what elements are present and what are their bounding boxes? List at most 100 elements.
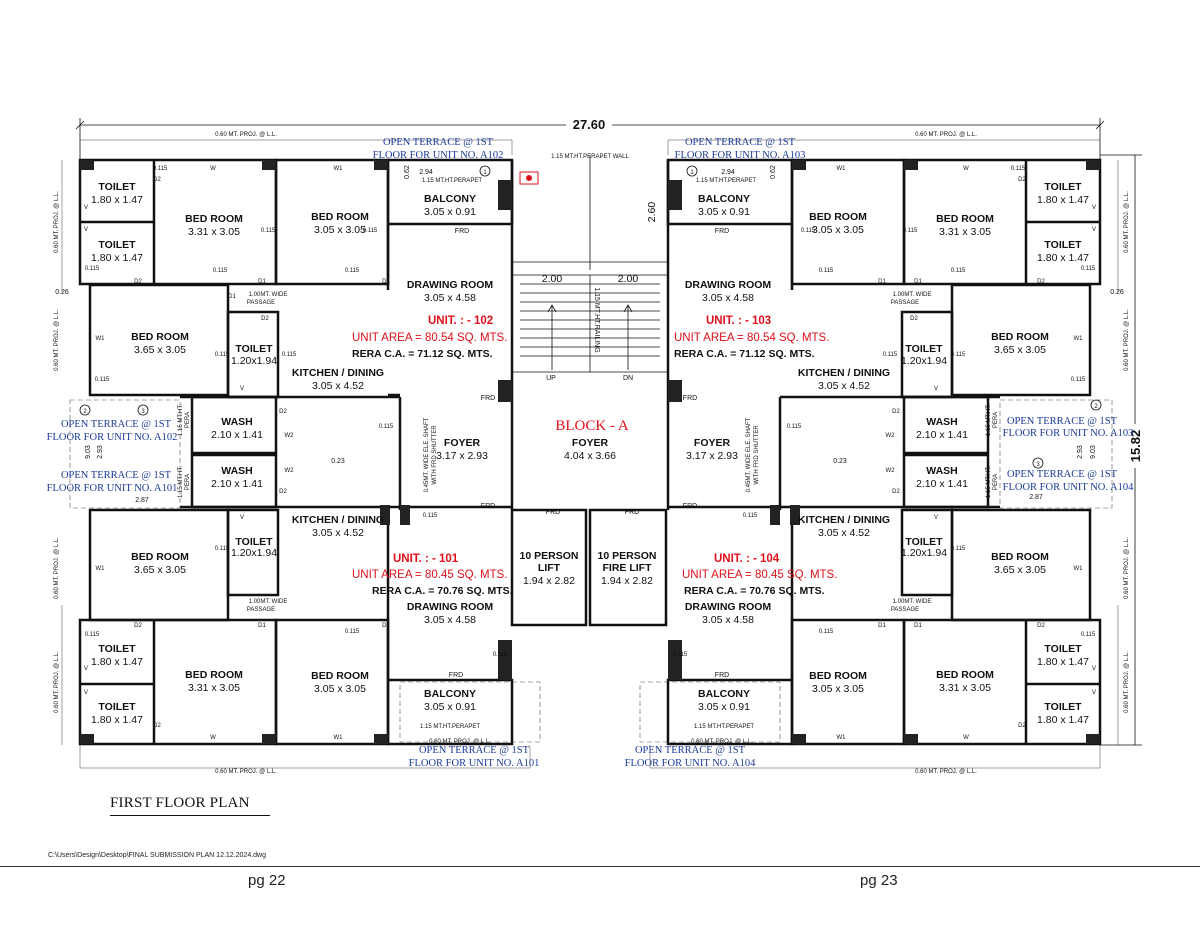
svg-text:WASH: WASH bbox=[221, 465, 253, 477]
svg-text:W1: W1 bbox=[1074, 336, 1084, 342]
svg-text:0.45MT. WIDE ELE. SHAFT: 0.45MT. WIDE ELE. SHAFT bbox=[746, 417, 752, 492]
svg-text:3.65 x 3.05: 3.65 x 3.05 bbox=[994, 344, 1046, 356]
svg-text:0.45MT. WIDE ELE. SHAFT: 0.45MT. WIDE ELE. SHAFT bbox=[424, 417, 430, 492]
svg-text:BALCONY: BALCONY bbox=[698, 688, 750, 700]
svg-text:2.00: 2.00 bbox=[618, 273, 639, 285]
svg-text:0.60 MT. PROJ. @ L.L.: 0.60 MT. PROJ. @ L.L. bbox=[54, 191, 60, 253]
svg-text:DRAWING ROOM: DRAWING ROOM bbox=[407, 601, 494, 613]
overall-depth: 15.82 bbox=[1128, 430, 1143, 463]
terrace-labels: OPEN TERRACE @ 1ST FLOOR FOR UNIT NO. A1… bbox=[47, 137, 1135, 769]
svg-text:1.80 x 1.47: 1.80 x 1.47 bbox=[1037, 252, 1089, 264]
svg-text:V: V bbox=[84, 205, 88, 211]
svg-text:KITCHEN / DINING: KITCHEN / DINING bbox=[798, 514, 890, 526]
svg-text:0.60 MT. PROJ. @ L.L.: 0.60 MT. PROJ. @ L.L. bbox=[215, 769, 277, 775]
svg-text:3.05 x 3.05: 3.05 x 3.05 bbox=[812, 224, 864, 236]
svg-text:W2: W2 bbox=[285, 433, 295, 439]
svg-text:0.60 MT. PROJ. @ L.L.: 0.60 MT. PROJ. @ L.L. bbox=[54, 309, 60, 371]
svg-text:0.60 MT. PROJ. @ L.L.: 0.60 MT. PROJ. @ L.L. bbox=[1124, 651, 1130, 713]
svg-text:V: V bbox=[84, 690, 88, 696]
svg-text:PERA: PERA bbox=[185, 412, 191, 428]
svg-text:1.80 x 1.47: 1.80 x 1.47 bbox=[91, 252, 143, 264]
svg-text:D1: D1 bbox=[258, 279, 266, 285]
svg-text:1.20x1.94: 1.20x1.94 bbox=[901, 547, 947, 559]
svg-text:1.15 MT.HT.PERAPET: 1.15 MT.HT.PERAPET bbox=[420, 724, 480, 730]
svg-text:0.115: 0.115 bbox=[883, 352, 898, 358]
svg-text:W: W bbox=[963, 166, 969, 172]
svg-text:W: W bbox=[210, 166, 216, 172]
svg-text:2.00: 2.00 bbox=[542, 273, 563, 285]
svg-text:UNIT. : - 102: UNIT. : - 102 bbox=[428, 315, 493, 327]
svg-text:0.115: 0.115 bbox=[95, 377, 110, 383]
svg-text:0.115: 0.115 bbox=[673, 652, 688, 658]
svg-text:DRAWING ROOM: DRAWING ROOM bbox=[685, 601, 772, 613]
stair-up: UP bbox=[546, 375, 556, 382]
svg-text:BALCONY: BALCONY bbox=[424, 688, 476, 700]
svg-text:TOILET: TOILET bbox=[98, 701, 136, 713]
svg-text:WASH: WASH bbox=[926, 416, 958, 428]
svg-text:2.10 x 1.41: 2.10 x 1.41 bbox=[211, 429, 263, 441]
svg-text:0.60 MT. PROJ. @ L.L.: 0.60 MT. PROJ. @ L.L. bbox=[915, 132, 977, 138]
unit-102-info: UNIT. : - 102 UNIT AREA = 80.54 SQ. MTS.… bbox=[352, 315, 507, 360]
svg-text:BALCONY: BALCONY bbox=[424, 193, 476, 205]
svg-text:2: 2 bbox=[1094, 404, 1098, 410]
svg-text:FLOOR FOR UNIT NO. A104: FLOOR FOR UNIT NO. A104 bbox=[625, 758, 757, 769]
svg-text:3.31 x 3.05: 3.31 x 3.05 bbox=[939, 682, 991, 694]
overall-depth-dimension: 15.82 bbox=[1100, 154, 1143, 746]
svg-text:FLOOR FOR UNIT NO. A103: FLOOR FOR UNIT NO. A103 bbox=[1003, 428, 1134, 439]
svg-text:0.115: 0.115 bbox=[819, 268, 834, 274]
svg-text:KITCHEN / DINING: KITCHEN / DINING bbox=[292, 367, 384, 379]
svg-text:UNIT AREA = 80.54 SQ. MTS.: UNIT AREA = 80.54 SQ. MTS. bbox=[352, 332, 507, 344]
svg-text:2: 2 bbox=[83, 409, 87, 415]
svg-text:BED ROOM: BED ROOM bbox=[991, 331, 1049, 343]
svg-text:V: V bbox=[1092, 227, 1096, 233]
svg-text:D1: D1 bbox=[382, 279, 390, 285]
svg-text:3.05 x 4.52: 3.05 x 4.52 bbox=[312, 380, 364, 392]
svg-text:TOILET: TOILET bbox=[98, 643, 136, 655]
svg-text:1.80 x 1.47: 1.80 x 1.47 bbox=[91, 194, 143, 206]
svg-text:W1: W1 bbox=[1074, 566, 1084, 572]
svg-text:0.115: 0.115 bbox=[213, 268, 228, 274]
svg-text:0.115: 0.115 bbox=[261, 228, 276, 234]
svg-text:D2: D2 bbox=[134, 279, 142, 285]
svg-text:0.115: 0.115 bbox=[379, 424, 394, 430]
svg-text:FRD: FRD bbox=[481, 503, 495, 510]
svg-text:W1: W1 bbox=[334, 735, 344, 741]
svg-text:W: W bbox=[963, 735, 969, 741]
svg-text:V: V bbox=[240, 515, 244, 521]
svg-text:0.115: 0.115 bbox=[1081, 266, 1096, 272]
svg-text:9.03: 9.03 bbox=[1090, 445, 1097, 459]
svg-text:1.80 x 1.47: 1.80 x 1.47 bbox=[1037, 656, 1089, 668]
svg-text:3.05 x 4.58: 3.05 x 4.58 bbox=[702, 614, 754, 626]
svg-text:D1: D1 bbox=[878, 623, 886, 629]
svg-text:D1: D1 bbox=[382, 623, 390, 629]
stair-dn: DN bbox=[623, 375, 633, 382]
svg-text:OPEN TERRACE @ 1ST: OPEN TERRACE @ 1ST bbox=[61, 470, 172, 481]
svg-text:UNIT. : - 104: UNIT. : - 104 bbox=[714, 553, 780, 565]
svg-text:D2: D2 bbox=[153, 723, 161, 729]
title-underline bbox=[110, 815, 270, 816]
svg-text:3.05 x 0.91: 3.05 x 0.91 bbox=[424, 206, 476, 218]
svg-text:0.62: 0.62 bbox=[404, 165, 411, 179]
svg-text:0.23: 0.23 bbox=[331, 458, 345, 465]
svg-text:OPEN TERRACE @ 1ST: OPEN TERRACE @ 1ST bbox=[685, 137, 796, 148]
svg-text:0.115: 0.115 bbox=[743, 513, 758, 519]
svg-text:W1: W1 bbox=[334, 166, 344, 172]
svg-text:3.65 x 3.05: 3.65 x 3.05 bbox=[134, 344, 186, 356]
svg-text:D2: D2 bbox=[261, 316, 269, 322]
svg-text:PASSAGE: PASSAGE bbox=[891, 607, 919, 613]
svg-text:FRD: FRD bbox=[449, 672, 463, 679]
svg-text:0.115: 0.115 bbox=[903, 228, 918, 234]
svg-text:0.115: 0.115 bbox=[153, 166, 168, 172]
svg-text:D2: D2 bbox=[1018, 177, 1026, 183]
svg-text:0.115: 0.115 bbox=[1011, 166, 1026, 172]
svg-text:D1: D1 bbox=[914, 623, 922, 629]
svg-text:W1: W1 bbox=[96, 566, 106, 572]
svg-text:10 PERSON: 10 PERSON bbox=[520, 550, 579, 562]
svg-text:3.05 x 0.91: 3.05 x 0.91 bbox=[698, 701, 750, 713]
svg-text:D2: D2 bbox=[153, 177, 161, 183]
file-path: C:\Users\Design\Desktop\FINAL SUBMISSION… bbox=[48, 852, 266, 859]
svg-text:D2: D2 bbox=[892, 489, 900, 495]
svg-text:0.115: 0.115 bbox=[493, 652, 508, 658]
svg-text:2.10 x 1.41: 2.10 x 1.41 bbox=[916, 478, 968, 490]
svg-text:1.15 MT.HT.: 1.15 MT.HT. bbox=[986, 404, 992, 436]
